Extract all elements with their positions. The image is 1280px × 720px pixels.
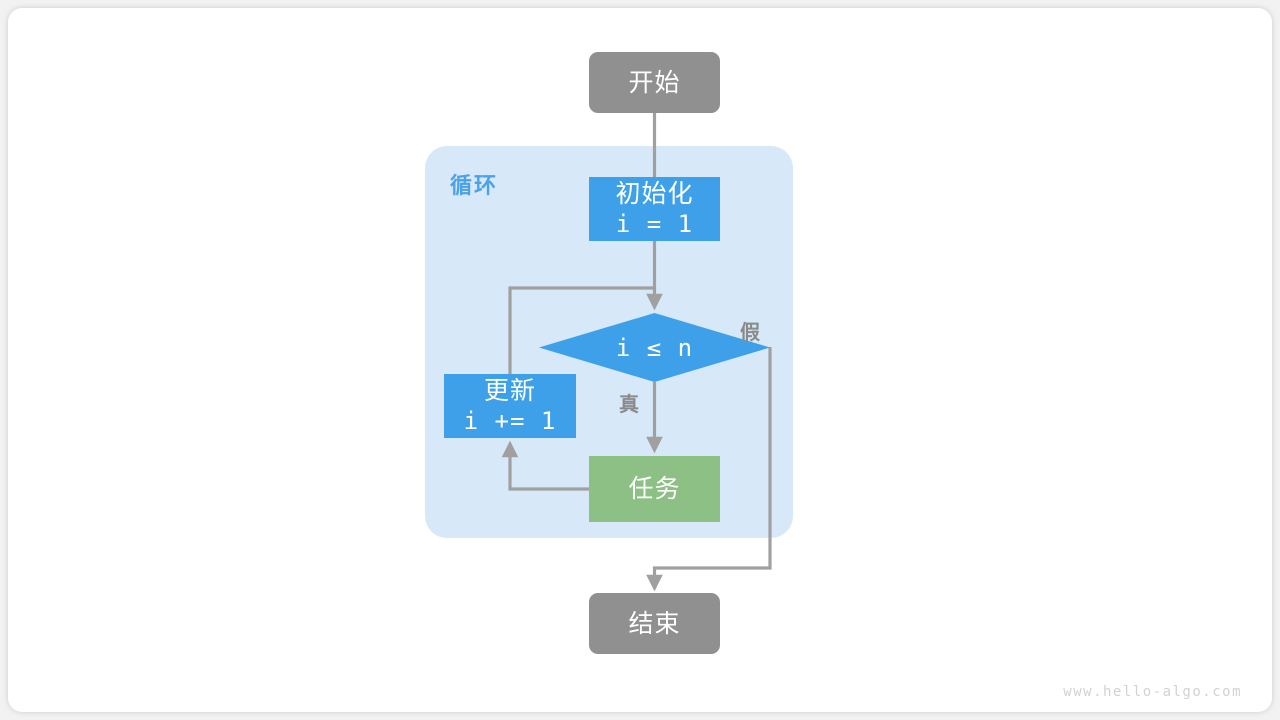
node-end[interactable] <box>589 593 720 654</box>
node-update[interactable] <box>444 374 576 438</box>
watermark: www.hello-algo.com <box>1063 684 1242 700</box>
edge-label-false: 假 <box>740 322 761 344</box>
edge-condition-false-to-end <box>646 347 772 592</box>
node-task[interactable] <box>589 456 720 522</box>
loop-group-label: 循环 <box>450 173 499 198</box>
node-start[interactable] <box>589 52 720 113</box>
edge-update-to-condition <box>508 286 655 374</box>
edge-label-true: 真 <box>619 394 640 416</box>
node-condition[interactable] <box>539 313 770 382</box>
node-init[interactable] <box>589 177 720 241</box>
edge-task-to-update <box>501 440 589 491</box>
